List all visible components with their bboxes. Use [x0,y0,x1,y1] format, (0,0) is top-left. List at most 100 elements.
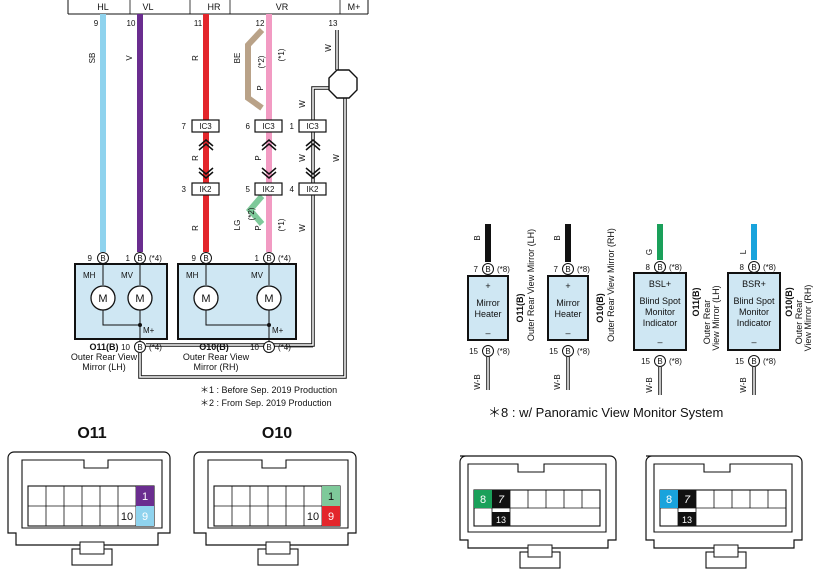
connector-heater-lh: 8 7 13 [459,455,617,569]
svg-text:B: B [266,343,271,352]
svg-text:O10(B): O10(B) [595,293,605,323]
svg-text:9: 9 [192,254,197,263]
svg-text:(*8): (*8) [577,347,590,356]
heater-lh-pin-7: 7 [498,494,505,506]
svg-text:B: B [565,265,570,274]
svg-text:5: 5 [246,185,251,194]
motor-mh-rh: M [201,293,210,305]
svg-text:Mirror (RH): Mirror (RH) [194,362,239,372]
svg-text:Heater: Heater [474,309,501,319]
wire-label-w4: W [324,44,333,52]
connector-o10-title: O10 [262,425,292,442]
svg-text:MV: MV [251,271,264,280]
svg-text:W-B: W-B [553,374,562,389]
variant-2-top: (*2) [257,55,266,68]
motor-mh-lh: M [98,293,107,305]
bus-pin-13: 13 [329,19,338,28]
bus-pin-11: 11 [194,19,203,28]
svg-text:7: 7 [554,265,559,274]
motor-mv-rh: M [264,293,273,305]
svg-text:+: + [565,281,570,291]
svg-text:1: 1 [255,254,260,263]
wire-label-w3: W [298,224,307,232]
bus-label-hl: HL [97,2,109,12]
wire-label-p3: P [254,225,263,230]
svg-text:(*8): (*8) [763,263,776,272]
junction-ic3: IC3 IC3 IC3 7 6 1 [182,119,327,151]
svg-text:9: 9 [88,254,93,263]
wire-label-be: BE [233,53,242,64]
o10-pin-9: 9 [328,511,334,523]
footnote-1: ＊1 : Before Sep. 2019 Production [200,385,337,395]
svg-text:BSL+: BSL+ [649,279,671,289]
svg-text:IC3: IC3 [306,122,319,131]
svg-text:(*4): (*4) [278,343,291,352]
svg-text:(*8): (*8) [497,347,510,356]
wire-label-r1: R [191,55,200,61]
junction-ik2: IK2 IK2 IK2 3 5 4 [182,167,327,196]
svg-text:(*4): (*4) [278,254,291,263]
heater-rh: B B 7 (*8) + Mirror Heater – B 15 (*8) W… [547,224,616,390]
svg-text:MV: MV [121,271,134,280]
footnote-2: ＊2 : From Sep. 2019 Production [200,398,332,408]
svg-text:(*8): (*8) [497,265,510,274]
connector-o11-title: O11 [77,425,106,442]
svg-text:10: 10 [250,343,259,352]
svg-text:O11(B): O11(B) [515,293,525,322]
svg-text:L: L [739,249,748,254]
variant-2-bottom: (*2) [247,207,256,220]
svg-text:Outer Rear View Mirror (RH): Outer Rear View Mirror (RH) [606,228,616,342]
svg-text:BSR+: BSR+ [742,279,766,289]
bus-pin-12: 12 [256,19,265,28]
o10-pin-10: 10 [307,511,319,523]
svg-text:Monitor: Monitor [645,307,675,317]
svg-text:Mirror: Mirror [556,298,580,308]
svg-text:(*4): (*4) [149,343,162,352]
svg-text:–: – [565,328,570,338]
svg-text:Outer Rear View: Outer Rear View [183,352,250,362]
wire-label-p1: P [256,85,265,90]
mirror-lh-code: O11(B) [89,342,118,352]
svg-text:15: 15 [735,357,744,366]
svg-text:B: B [751,263,756,272]
svg-text:W-B: W-B [739,377,748,392]
bus-pin-10: 10 [127,19,136,28]
svg-text:(*8): (*8) [669,263,682,272]
svg-text:B: B [751,357,756,366]
svg-text:7: 7 [474,265,479,274]
svg-text:View Mirror (RH): View Mirror (RH) [803,285,813,352]
bus-label-vl: VL [142,2,153,12]
svg-text:B: B [473,235,482,240]
svg-text:B: B [266,254,271,263]
svg-text:B: B [657,357,662,366]
svg-text:B: B [203,254,208,263]
svg-text:MH: MH [83,271,96,280]
wire-label-v: V [125,55,134,61]
svg-text:–: – [657,337,662,347]
heater-rh-pin-7: 7 [684,494,691,506]
svg-text:15: 15 [641,357,650,366]
svg-text:IK2: IK2 [199,185,212,194]
variant-1-top: (*1) [277,48,286,61]
svg-text:8: 8 [646,263,651,272]
svg-text:8: 8 [740,263,745,272]
wire-be [245,27,265,111]
heater-lh-pin-13: 13 [496,515,506,525]
heater-rh-pin-8: 8 [666,494,672,506]
svg-text:B: B [137,343,142,352]
heater-lh: B B 7 (*8) + Mirror Heater – B 15 (*8) W… [467,224,536,390]
wire-label-r2: R [191,155,200,161]
svg-text:IK2: IK2 [306,185,319,194]
svg-text:4: 4 [290,185,295,194]
svg-text:Outer Rear View Mirror (LH): Outer Rear View Mirror (LH) [526,229,536,341]
svg-text:Outer Rear View: Outer Rear View [71,352,138,362]
svg-text:1: 1 [126,254,131,263]
footnote-8: ＊8 : w/ Panoramic View Monitor System [488,405,723,420]
wire-label-w5: W [332,154,341,162]
svg-text:W-B: W-B [473,374,482,389]
wire-label-lg: LG [233,220,242,231]
svg-text:Mirror: Mirror [476,298,500,308]
o10-pin-1: 1 [328,491,334,503]
bsm-rh: L B 8 (*8) BSR+ Blind Spot Monitor Indic… [727,224,813,395]
